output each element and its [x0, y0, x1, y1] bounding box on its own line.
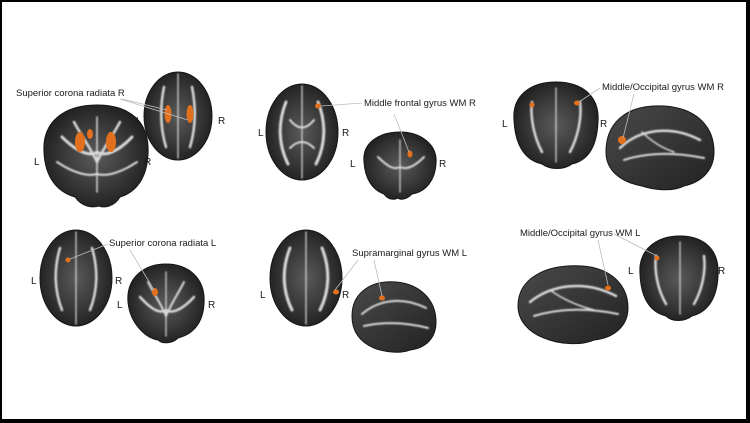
leader-line — [129, 249, 155, 291]
panel-supramarginal-gyrus-wm-l: L R Supramarginal gyrus WM L — [260, 229, 467, 353]
leader-line — [597, 239, 609, 286]
side-label-right: R — [439, 159, 446, 170]
side-label-right: R — [218, 116, 225, 127]
side-label-right: R — [115, 276, 122, 287]
region-label: Superior corona radiata L — [109, 238, 216, 249]
leader-line — [320, 102, 363, 107]
highlight-blob — [654, 255, 660, 261]
axial-slice: L R — [260, 229, 349, 327]
axial-slice: L R — [31, 229, 122, 327]
leader-line — [622, 93, 635, 139]
side-label-right: R — [144, 157, 151, 168]
coronal-slice: L R — [117, 263, 215, 344]
highlight-blob — [407, 150, 413, 158]
side-label-left: L — [260, 290, 266, 301]
side-label-left: L — [350, 159, 356, 170]
highlight-blob — [333, 289, 339, 295]
sagittal-slice — [605, 105, 715, 191]
highlight-blob — [87, 129, 93, 139]
coronal-slice: L R — [34, 104, 151, 208]
highlight-blob — [315, 103, 321, 109]
highlight-blob — [65, 257, 71, 263]
side-label-right: R — [600, 119, 607, 130]
coronal-slice: L R — [350, 131, 446, 200]
axial-slice: L R — [258, 83, 349, 181]
coronal-slice: L R — [502, 81, 607, 169]
side-label-left: L — [258, 128, 264, 139]
coronal-slice: L R — [628, 235, 725, 321]
leader-line — [69, 243, 109, 260]
leader-line — [334, 259, 359, 291]
sagittal-slice — [351, 281, 437, 353]
highlight-blob — [186, 105, 194, 123]
highlight-blob — [529, 102, 535, 108]
panel-middle-occipital-gyrus-wm-r: L R Middle/Occipital gyrus WM R — [502, 81, 724, 191]
highlight-blob — [574, 100, 580, 106]
region-label: Middle frontal gyrus WM R — [364, 98, 476, 109]
highlight-blob — [152, 288, 158, 296]
leader-line — [393, 113, 410, 153]
side-label-right: R — [342, 128, 349, 139]
highlight-blob — [379, 295, 385, 301]
side-label-right: R — [342, 290, 349, 301]
panel-superior-corona-radiata-l: L R L R Superior corona radiata L — [31, 229, 216, 344]
axial-slice: L R — [136, 71, 225, 161]
side-label-left: L — [136, 116, 142, 127]
side-label-right: R — [718, 266, 725, 277]
region-label: Middle/Occipital gyrus WM L — [520, 228, 640, 239]
region-label: Supramarginal gyrus WM L — [352, 248, 467, 259]
region-label: Middle/Occipital gyrus WM R — [602, 82, 724, 93]
figure-frame: L R L R Superior corona radiata R — [2, 2, 746, 419]
side-label-left: L — [31, 276, 37, 287]
side-label-left: L — [628, 266, 634, 277]
panel-middle-frontal-gyrus-wm-r: L R L R Middle frontal gyrus WM R — [258, 83, 476, 200]
highlight-blob — [618, 136, 626, 144]
side-label-left: L — [34, 157, 40, 168]
side-label-right: R — [208, 300, 215, 311]
leader-line — [613, 233, 658, 257]
region-label: Superior corona radiata R — [16, 88, 125, 99]
leader-line — [119, 98, 189, 121]
leader-line — [578, 87, 601, 103]
panel-middle-occipital-gyrus-wm-l: L R Middle/Occipital gyrus WM L — [517, 228, 725, 345]
side-label-left: L — [502, 119, 508, 130]
highlight-blob — [605, 285, 611, 291]
side-label-left: L — [117, 300, 123, 311]
panel-superior-corona-radiata-r: L R L R Superior corona radiata R — [16, 71, 225, 208]
brain-figure: L R L R Superior corona radiata R — [16, 71, 725, 353]
leader-line — [373, 259, 383, 297]
sagittal-slice — [517, 265, 629, 345]
highlight-blob — [106, 132, 116, 152]
leader-line — [121, 98, 168, 111]
highlight-blob — [75, 132, 85, 152]
